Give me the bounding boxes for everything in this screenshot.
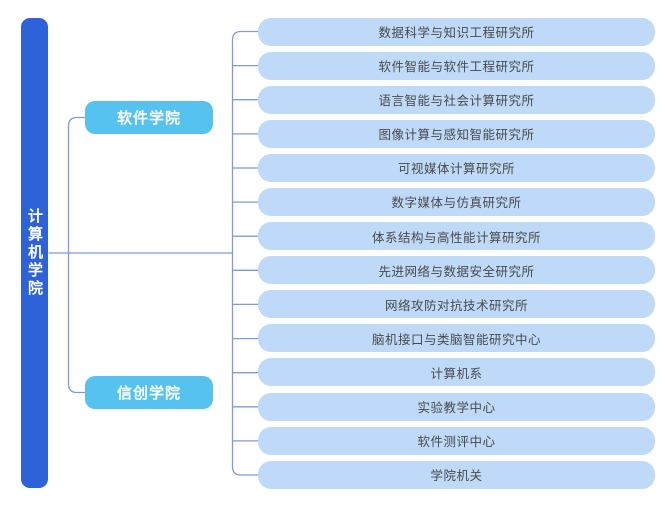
leaf-node[interactable]: 语言智能与社会计算研究所 (258, 85, 655, 114)
leaf-node[interactable]: 网络攻防对抗技术研究所 (258, 290, 655, 319)
branch-node-label: 软件学院 (116, 110, 181, 127)
leaf-node-list: 数据科学与知识工程研究所 软件智能与软件工程研究所 语言智能与社会计算研究所 图… (258, 17, 655, 489)
leaf-node[interactable]: 数字媒体与仿真研究所 (258, 187, 655, 216)
leaf-node[interactable]: 学院机关 (258, 460, 655, 489)
leaf-node[interactable]: 软件智能与软件工程研究所 (258, 51, 655, 80)
leaf-node[interactable]: 先进网络与数据安全研究所 (258, 256, 655, 285)
leaf-node[interactable]: 图像计算与感知智能研究所 (258, 119, 655, 148)
root-node-computer-college[interactable]: 计算机学院 (21, 18, 48, 488)
branch-node-label: 信创学院 (116, 385, 181, 402)
leaf-node[interactable]: 体系结构与高性能计算研究所 (258, 222, 655, 251)
leaf-node[interactable]: 软件测评中心 (258, 426, 655, 455)
branch-node-software-college[interactable]: 软件学院 (85, 101, 213, 134)
leaf-node[interactable]: 可视媒体计算研究所 (258, 153, 655, 182)
branch-elbow-connector (67, 116, 85, 394)
branch-node-xinchuang-college[interactable]: 信创学院 (85, 376, 213, 409)
leaf-node[interactable]: 脑机接口与类脑智能研究中心 (258, 324, 655, 353)
root-node-label: 计算机学院 (26, 208, 43, 298)
leaf-node[interactable]: 计算机系 (258, 358, 655, 387)
leaf-node[interactable]: 实验教学中心 (258, 392, 655, 421)
leaf-tick-connectors (232, 64, 258, 442)
leaf-trunk-connector (231, 30, 258, 476)
leaf-node[interactable]: 数据科学与知识工程研究所 (258, 17, 655, 46)
